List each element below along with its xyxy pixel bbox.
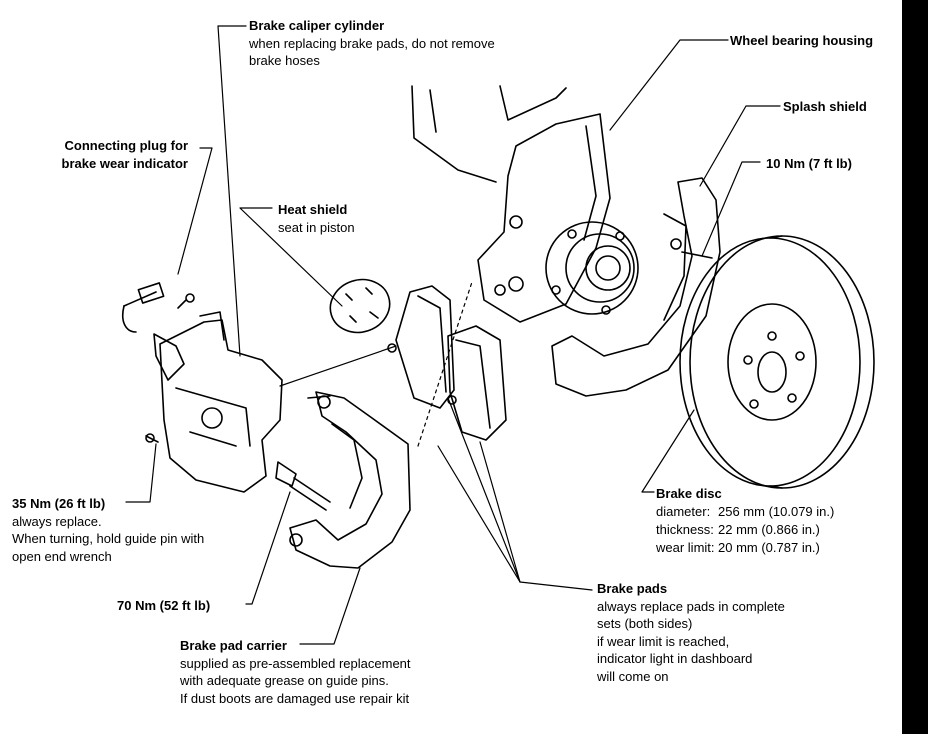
label-brake-caliper-cylinder: Brake caliper cylinder when replacing br… (249, 17, 495, 70)
pads-line-2: sets (both sides) (597, 616, 693, 631)
disc-spec-value: 22 mm (0.866 in.) (718, 521, 820, 537)
disc-spec-table: diameter: 256 mm (10.079 in.) thickness:… (656, 503, 834, 557)
pads-line-4: indicator light in dashboard (597, 651, 753, 666)
plug-title-line-2: brake wear indicator (61, 155, 188, 171)
label-connecting-plug: Connecting plug for brake wear indicator (38, 137, 188, 172)
disc-spec-row: wear limit: 20 mm (0.787 in.) (656, 539, 834, 557)
disc-spec-value: 20 mm (0.787 in.) (718, 539, 820, 555)
label-brake-disc: Brake disc diameter: 256 mm (10.079 in.)… (656, 485, 834, 557)
label-brake-pads: Brake pads always replace pads in comple… (597, 580, 785, 685)
pads-line-3: if wear limit is reached, (597, 633, 730, 649)
label-wheel-bearing-housing: Wheel bearing housing (730, 32, 873, 50)
splash-title: Splash shield (783, 99, 867, 114)
label-torque-35nm: 35 Nm (26 ft lb) always replace. When tu… (12, 495, 204, 565)
disc-spec-value: 256 mm (10.079 in.) (718, 503, 835, 519)
heat-title: Heat shield (278, 202, 348, 217)
label-torque-70nm: 70 Nm (52 ft lb) (117, 597, 210, 615)
carrier-title: Brake pad carrier (180, 638, 287, 653)
caliper-title: Brake caliper cylinder (249, 18, 385, 33)
caliper-line-1: when replacing brake pads, do not remove (249, 35, 495, 51)
disc-spec-key: thickness: (656, 521, 714, 537)
brake-disc (679, 235, 875, 489)
disc-spec-row: diameter: 256 mm (10.079 in.) (656, 503, 834, 521)
pads-line-5: will come on (597, 668, 669, 684)
torque10-title: 10 Nm (7 ft lb) (766, 156, 852, 171)
disc-spec-key: wear limit: (656, 539, 715, 555)
wheel-bearing-housing (411, 85, 639, 323)
torque35-line-3: open end wrench (12, 548, 112, 564)
carrier-line-3: If dust boots are damaged use repair kit (180, 690, 410, 706)
torque35-line-1: always replace. (12, 513, 102, 529)
right-edge-bar (902, 0, 928, 734)
brake-pad-carrier (289, 391, 411, 569)
torque35-title: 35 Nm (26 ft lb) (12, 496, 106, 511)
pads-line-1: always replace pads in complete (597, 598, 785, 614)
torque35-line-2: When turning, hold guide pin with (12, 531, 205, 546)
caliper-line-2: brake hoses (249, 53, 320, 68)
label-torque-10nm: 10 Nm (7 ft lb) (766, 155, 852, 173)
brake-caliper-cylinder (121, 282, 283, 493)
pads-title: Brake pads (597, 581, 668, 596)
leader-lines (125, 25, 781, 645)
label-heat-shield: Heat shield seat in piston (278, 201, 355, 236)
heat-shield (329, 278, 391, 334)
guide-bolt (275, 461, 331, 511)
label-splash-shield: Splash shield (783, 98, 867, 116)
housing-title: Wheel bearing housing (730, 33, 874, 48)
torque70-title: 70 Nm (52 ft lb) (117, 598, 211, 613)
label-brake-pad-carrier: Brake pad carrier supplied as pre-assemb… (180, 637, 411, 707)
splash-shield (551, 177, 721, 397)
brake-pads (387, 285, 507, 441)
plug-title-line-1: Connecting plug for (64, 138, 188, 153)
disc-title: Brake disc (656, 486, 722, 501)
heat-line-1: seat in piston (278, 219, 355, 235)
carrier-line-1: supplied as pre-assembled replacement (180, 655, 411, 671)
disc-spec-key: diameter: (656, 503, 711, 519)
disc-spec-row: thickness: 22 mm (0.866 in.) (656, 521, 834, 539)
carrier-line-2: with adequate grease on guide pins. (180, 673, 389, 688)
